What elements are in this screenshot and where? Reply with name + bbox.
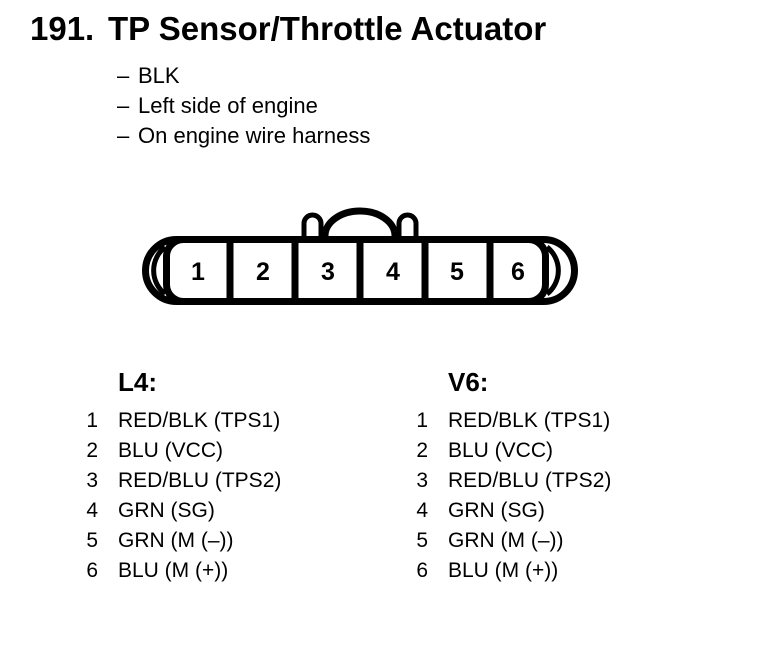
pin-row-number: 3 — [416, 469, 428, 492]
pin-row-number: 5 — [416, 529, 428, 552]
pin-row-number: 2 — [416, 439, 428, 462]
section-number: 191. — [30, 10, 95, 47]
pin-row-number: 4 — [86, 499, 98, 522]
pinout-column-v6: V6: 1 RED/BLK (TPS1) 2 BLU (VCC) 3 RED/B… — [410, 366, 611, 586]
pin-row-label: GRN (M (–)) — [118, 529, 234, 552]
note-dash: – — [117, 63, 130, 88]
latch-tab-left — [301, 212, 324, 238]
pin-row-number: 6 — [86, 559, 98, 582]
pin-row-number: 5 — [86, 529, 98, 552]
note-text: BLK — [138, 63, 180, 88]
pinout-column-l4: L4: 1 RED/BLK (TPS1) 2 BLU (VCC) 3 RED/B… — [80, 366, 281, 586]
pin-row-label: BLU (VCC) — [118, 439, 224, 462]
pinout-header-v6: V6: — [448, 367, 489, 397]
connector-housing-outline — [142, 236, 578, 305]
pinout-rows-v6: 1 RED/BLK (TPS1) 2 BLU (VCC) 3 RED/BLU (… — [410, 406, 611, 586]
pin-number: 1 — [191, 258, 205, 286]
note-item: – BLK — [117, 61, 370, 91]
pin-row-item: 6 BLU (M (+)) — [410, 556, 611, 586]
pin-row-number: 2 — [86, 439, 98, 462]
pin-row-item: 3 RED/BLU (TPS2) — [410, 466, 611, 496]
latch-arch — [321, 207, 399, 237]
pin-row-item: 4 GRN (SG) — [80, 496, 281, 526]
pin-row-number: 6 — [416, 559, 428, 582]
section-heading: 191. TP Sensor/Throttle Actuator — [30, 11, 546, 47]
note-text: On engine wire harness — [138, 123, 371, 148]
pin-row-label: RED/BLU (TPS2) — [118, 469, 282, 492]
note-dash: – — [117, 93, 130, 118]
pin-number: 3 — [321, 258, 335, 286]
notes-list: – BLK – Left side of engine – On engine … — [117, 61, 370, 151]
pin-row-item: 4 GRN (SG) — [410, 496, 611, 526]
pin-row-label: RED/BLK (TPS1) — [118, 409, 281, 432]
pin-row-label: GRN (M (–)) — [448, 529, 564, 552]
pin-row-label: GRN (SG) — [118, 499, 215, 522]
note-dash: – — [117, 123, 130, 148]
pin-row-item: 1 RED/BLK (TPS1) — [410, 406, 611, 436]
pin-row-body — [163, 236, 549, 305]
pin-number: 2 — [256, 258, 270, 286]
pin-row-label: BLU (M (+)) — [448, 559, 559, 582]
pinout-header-l4: L4: — [118, 367, 157, 397]
pin-dividers — [226, 237, 494, 304]
pin-row-number: 1 — [416, 409, 428, 432]
pin-number: 5 — [450, 258, 464, 286]
pin-row-number: 4 — [416, 499, 428, 522]
pinout-rows-l4: 1 RED/BLK (TPS1) 2 BLU (VCC) 3 RED/BLU (… — [80, 406, 281, 586]
pin-row-item: 2 BLU (VCC) — [410, 436, 611, 466]
pin-number: 4 — [386, 258, 400, 286]
pin-row-label: BLU (M (+)) — [118, 559, 229, 582]
pin-row-item: 2 BLU (VCC) — [80, 436, 281, 466]
pin-row-number: 3 — [86, 469, 98, 492]
pin-number: 6 — [511, 258, 525, 286]
pin-row-label: BLU (VCC) — [448, 439, 554, 462]
pin-row-label: RED/BLK (TPS1) — [448, 409, 611, 432]
pin-row-label: GRN (SG) — [448, 499, 545, 522]
note-text: Left side of engine — [138, 93, 318, 118]
pin-row-item: 3 RED/BLU (TPS2) — [80, 466, 281, 496]
pin-row-item: 6 BLU (M (+)) — [80, 556, 281, 586]
latch-tab-right — [396, 212, 419, 238]
pin-row-item: 5 GRN (M (–)) — [410, 526, 611, 556]
pin-row-item: 5 GRN (M (–)) — [80, 526, 281, 556]
end-arc-right — [545, 245, 561, 296]
pin-row-item: 1 RED/BLK (TPS1) — [80, 406, 281, 436]
pin-row-label: RED/BLU (TPS2) — [448, 469, 612, 492]
note-item: – On engine wire harness — [117, 121, 370, 151]
pin-row-number: 1 — [86, 409, 98, 432]
end-arc-left — [151, 245, 167, 296]
note-item: – Left side of engine — [117, 91, 370, 121]
page-title: TP Sensor/Throttle Actuator — [108, 10, 547, 47]
